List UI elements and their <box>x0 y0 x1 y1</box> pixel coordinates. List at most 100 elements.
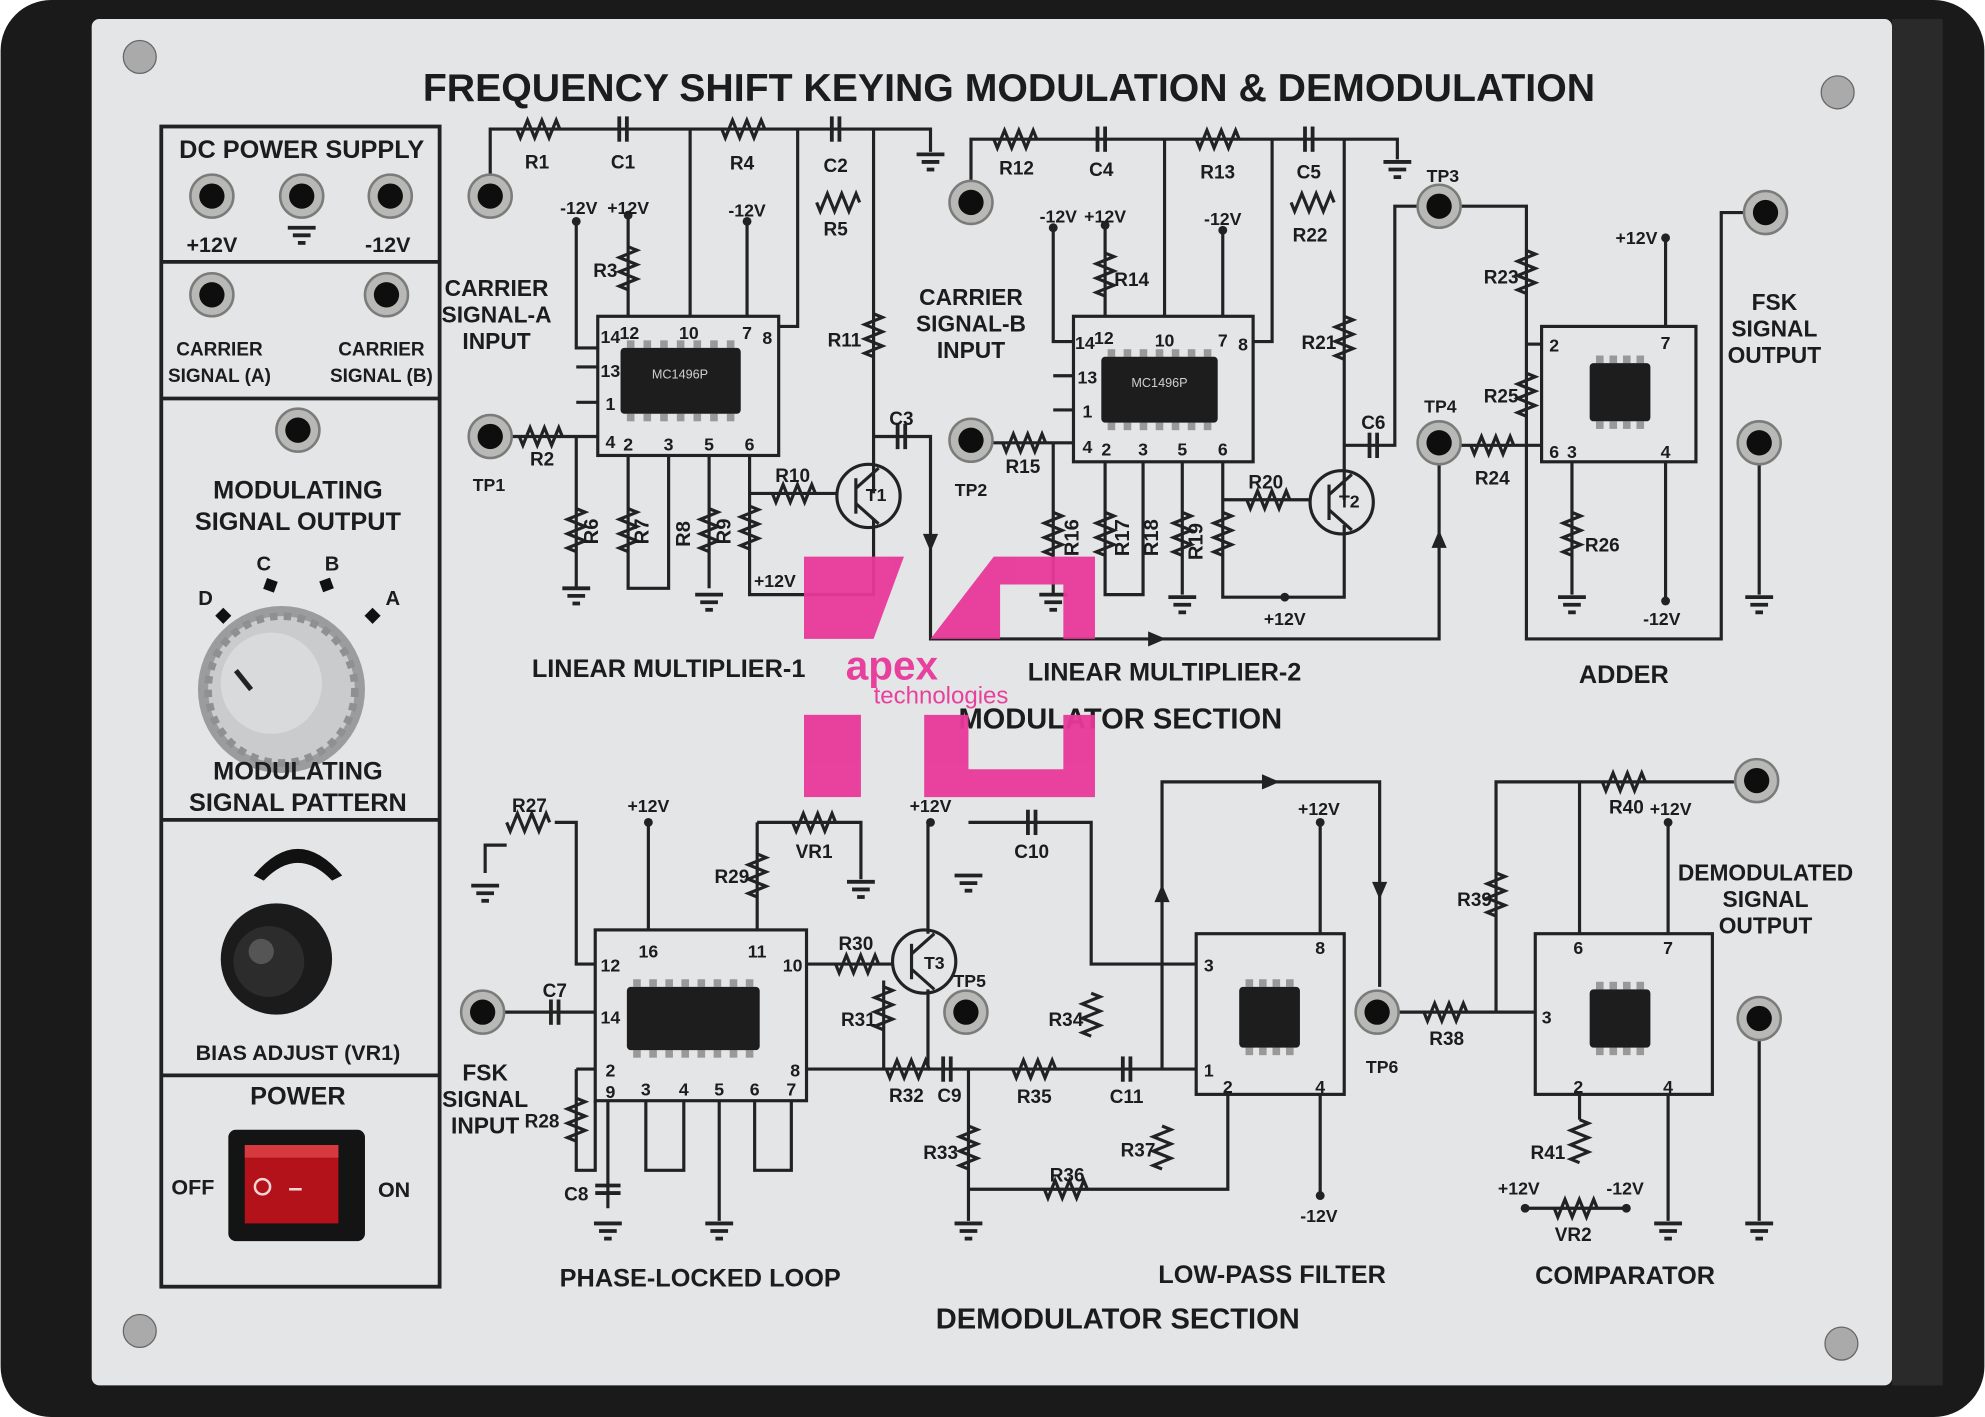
jack-plus12[interactable] <box>189 173 235 219</box>
label-modsec: MODULATOR SECTION <box>958 704 1282 736</box>
label-lpf: LOW-PASS FILTER <box>1158 1261 1386 1289</box>
label-pp12: 12 <box>601 956 621 976</box>
jack-tp2[interactable] <box>948 417 994 464</box>
ground-icon <box>1383 160 1412 180</box>
label-lp2: 2 <box>1223 1077 1233 1097</box>
jack-fsk-signal-input[interactable] <box>459 989 506 1035</box>
terminal-dot <box>1315 817 1325 827</box>
label-i2p6: 6 <box>1218 439 1228 459</box>
jack-tp1[interactable] <box>467 413 513 460</box>
carrier-b-label-2: SIGNAL (B) <box>330 366 433 387</box>
label-c1: C1 <box>611 152 636 173</box>
label-fi2: SIGNAL <box>442 1086 528 1112</box>
label-comparator: COMPARATOR <box>1535 1262 1715 1290</box>
jack-minus12[interactable] <box>367 173 414 219</box>
resistor-R16 <box>1040 510 1067 557</box>
jack-carrier-b-input[interactable] <box>948 179 994 226</box>
schematic-parts <box>287 115 1774 1241</box>
board-title: FREQUENCY SHIFT KEYING MODULATION & DEMO… <box>423 66 1595 110</box>
label-r34: R34 <box>1048 1010 1083 1031</box>
label-c10: C10 <box>1014 842 1049 863</box>
label-i1p2: 2 <box>623 434 633 454</box>
resistor-R4 <box>720 115 767 143</box>
ground-icon <box>705 1221 734 1241</box>
bias-adjust-knob[interactable] <box>220 903 333 1015</box>
resistor-R40 <box>1600 768 1647 795</box>
resistor-R14 <box>1092 251 1119 298</box>
jack-tp3[interactable] <box>1416 183 1462 229</box>
label-m3a: -12V <box>1643 609 1681 629</box>
terminal-dot <box>1621 1203 1631 1213</box>
jack-demodulated-output-ground[interactable] <box>1736 995 1782 1042</box>
capacitor-C10 <box>1026 809 1038 836</box>
wire <box>1494 780 1734 1013</box>
resistor-R5 <box>815 189 862 216</box>
jack-ground[interactable] <box>278 173 325 219</box>
label-r41: R41 <box>1531 1143 1566 1164</box>
pattern-selector-knob[interactable] <box>197 606 365 774</box>
resistor-R37 <box>1148 1124 1176 1171</box>
ground-icon <box>1558 595 1586 615</box>
jack-carrier-a[interactable] <box>189 272 235 318</box>
jack-tp6[interactable] <box>1354 989 1400 1035</box>
power-switch[interactable] <box>228 1129 365 1242</box>
resistor-R20 <box>1245 486 1292 513</box>
resistor-R7 <box>615 507 642 554</box>
label-do3: OUTPUT <box>1719 913 1813 939</box>
wire <box>574 221 598 350</box>
label-cb1: CARRIER <box>919 284 1023 310</box>
label-lm2: LINEAR MULTIPLIER-2 <box>1028 659 1302 687</box>
label-c11: C11 <box>1110 1087 1144 1108</box>
jack-tp5[interactable] <box>943 989 989 1035</box>
ground-icon <box>695 592 724 612</box>
resistor-R29 <box>744 852 771 899</box>
resistor-R6 <box>563 507 590 554</box>
transistor-T2 <box>1308 469 1375 536</box>
signal-arrow-icon <box>1154 884 1170 903</box>
label-cp3: 3 <box>1542 1008 1552 1028</box>
label-pp11: 11 <box>748 942 767 962</box>
label-i1p1: 1 <box>605 394 615 414</box>
phase-locked-loop-box <box>593 928 809 1103</box>
jack-carrier-b[interactable] <box>363 272 410 318</box>
resistor-R11 <box>860 312 887 359</box>
jack-tp4[interactable] <box>1416 420 1462 466</box>
label-pp14: 14 <box>601 1008 621 1028</box>
capacitor-C8 <box>595 1183 621 1195</box>
wire <box>1051 227 1074 344</box>
ground-icon <box>954 1221 983 1241</box>
label-r3: R3 <box>593 261 617 282</box>
label-p1a: +12V <box>607 198 649 218</box>
label-t3: T3 <box>924 953 945 973</box>
jack-demodulated-signal-output[interactable] <box>1733 757 1780 804</box>
label-lm1: LINEAR MULTIPLIER-1 <box>532 655 806 683</box>
label-lp1: 1 <box>1204 1061 1214 1081</box>
label-r39: R39 <box>1457 890 1492 911</box>
resistor-R18 <box>1169 510 1196 557</box>
schematic-wires <box>483 127 1761 1221</box>
jack-fsk-output-ground[interactable] <box>1736 420 1782 466</box>
transistor-T3 <box>890 928 958 995</box>
label-ca1: CARRIER <box>445 275 549 301</box>
label-r13: R13 <box>1200 162 1235 183</box>
label-pp8: 8 <box>790 1061 800 1081</box>
adder-box <box>1540 324 1698 464</box>
label-adder: ADDER <box>1579 661 1669 689</box>
resistor-R17 <box>1092 510 1119 557</box>
jack-fsk-signal-output[interactable] <box>1742 189 1789 236</box>
wire <box>753 1100 793 1172</box>
label-r17: R17 <box>1112 519 1134 556</box>
ground-icon <box>1039 592 1068 612</box>
wire <box>1460 204 1745 641</box>
label-i1p13: 13 <box>601 361 621 381</box>
ground-icon <box>1654 1221 1683 1241</box>
label-tp3: TP3 <box>1427 166 1460 186</box>
label-r18: R18 <box>1141 519 1163 556</box>
jack-carrier-a-input[interactable] <box>467 173 513 219</box>
jack-modulating-output[interactable] <box>275 407 321 453</box>
label-i2p10: 10 <box>1155 331 1175 351</box>
ic-comparator <box>1589 981 1651 1056</box>
terminal-dot <box>926 817 935 827</box>
label-pp2: 2 <box>605 1061 615 1081</box>
